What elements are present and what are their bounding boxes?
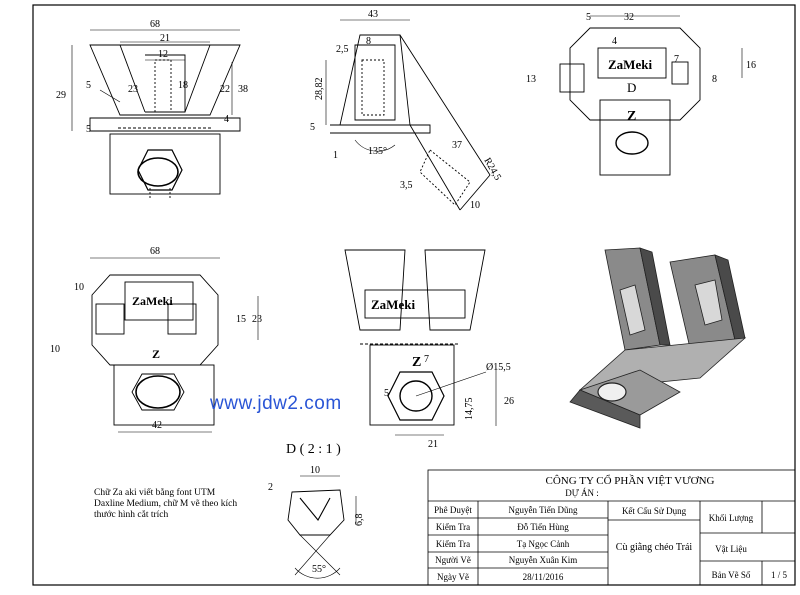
dim-tr-13: 13	[526, 74, 536, 85]
dim-front-4: 4	[224, 114, 229, 125]
dim-front-68: 68	[150, 19, 160, 30]
nut-view-dimensions: ZaMeki Z Ø15,5 7 5 14,75 26 21	[371, 297, 514, 450]
dim-side-135: 135°	[368, 146, 387, 157]
plan-view	[90, 257, 259, 433]
front-view	[71, 29, 241, 198]
dim-side-37: 37	[452, 140, 462, 151]
dim-side-43: 43	[368, 9, 378, 20]
watermark[interactable]: www.jdw2.com	[210, 393, 342, 414]
role-approve: Phê Duyệt	[434, 505, 472, 515]
side-view	[325, 19, 491, 211]
role-date: Ngày Vẽ	[436, 572, 470, 582]
dim-plan-42: 42	[152, 420, 162, 431]
dim-tr-4: 4	[612, 36, 617, 47]
plan-view-dimensions: 68 10 15 23 10 42 ZaMeki Z	[50, 246, 262, 431]
dim-nut-d15_5: Ø15,5	[486, 362, 511, 373]
name-drawer: Nguyễn Xuân Kim	[508, 555, 578, 565]
dim-front-22: 22	[220, 84, 230, 95]
dim-detail-2: 2	[268, 482, 273, 493]
dim-nut-5: 5	[384, 388, 389, 399]
value-date: 28/11/2016	[522, 572, 564, 582]
top-right-view-dimensions: 5 32 4 7 16 13 8 ZaMeki D Z	[526, 12, 756, 124]
engraved-text-top: ZaMeki	[608, 57, 652, 72]
dim-front-38: 38	[238, 84, 248, 95]
engraved-text-plan: ZaMeki	[132, 294, 173, 308]
sheet-border	[32, 4, 796, 586]
dim-side-r24_5: R24,5	[481, 156, 503, 182]
detail-view-dimensions: D ( 2 : 1 ) 10 2 6,8 55°	[268, 442, 365, 575]
title-block	[427, 469, 796, 586]
section-letter: D	[627, 80, 636, 95]
dim-detail-10: 10	[310, 465, 320, 476]
note-line: thước hình cắt trích	[94, 510, 169, 520]
dim-side-5: 5	[310, 122, 315, 133]
dim-plan-23: 23	[252, 314, 262, 325]
dim-detail-55: 55°	[312, 564, 326, 575]
dim-front-23: 23	[128, 84, 138, 95]
dim-front-21: 21	[160, 33, 170, 44]
dim-nut-26: 26	[504, 396, 514, 407]
dim-nut-7: 7	[424, 354, 429, 365]
structure-label: Kết Cấu Sử Dụng	[621, 506, 687, 516]
dim-plan-15: 15	[236, 314, 246, 325]
note-line: Daxline Medium, chữ M vẽ theo kích	[94, 499, 238, 509]
dim-plan-10b: 10	[50, 344, 60, 355]
dim-tr-7: 7	[674, 54, 679, 65]
role-check-1: Kiểm Tra	[435, 522, 471, 532]
name-check-2: Tạ Ngọc Cảnh	[516, 539, 570, 549]
role-drawer: Người Vẽ	[435, 555, 471, 565]
dim-side-10: 10	[470, 200, 480, 211]
isometric-view	[569, 247, 747, 429]
dim-front-5a: 5	[86, 80, 91, 91]
top-right-view	[559, 15, 743, 176]
drawing-note: Chữ Za aki viết bằng font UTM Daxline Me…	[94, 488, 264, 521]
dim-front-29: 29	[56, 90, 66, 101]
engraved-letter-plan: Z	[152, 347, 160, 361]
name-approve: Nguyễn Tiến Dũng	[508, 505, 578, 515]
engraved-letter-front: Z	[412, 355, 421, 370]
detail-view-label: D ( 2 : 1 )	[286, 442, 341, 457]
dim-nut-21: 21	[428, 439, 438, 450]
note-line: Chữ Za aki viết bằng font UTM	[94, 488, 216, 498]
dim-tr-5: 5	[586, 12, 591, 23]
engraved-letter-top: Z	[627, 109, 636, 124]
nut-view	[344, 249, 497, 436]
dim-side-3_5: 3,5	[400, 180, 413, 191]
project-label: DỰ ÁN :	[565, 488, 599, 498]
dim-side-8: 8	[366, 36, 371, 47]
engraved-text-front: ZaMeki	[371, 297, 415, 312]
dim-detail-6_8: 6,8	[354, 514, 365, 527]
dim-tr-16: 16	[746, 60, 756, 71]
sheet-number: 1 / 5	[770, 570, 787, 580]
dim-front-5b: 5	[86, 124, 91, 135]
dim-tr-32: 32	[624, 12, 634, 23]
company-title: CÔNG TY CỔ PHẦN VIỆT VƯƠNG	[545, 475, 715, 487]
mass-label: Khối Lượng	[708, 513, 754, 523]
name-check-1: Đỗ Tiến Hùng	[517, 522, 569, 532]
role-check-2: Kiểm Tra	[435, 539, 471, 549]
detail-view	[287, 475, 357, 579]
drawing-no-label: Bản Vẽ Số	[711, 570, 751, 580]
dim-side-2_5: 2,5	[336, 44, 349, 55]
side-view-dimensions: 43 2,5 8 28,82 5 1 135° 37 R24,5 3,5 10	[310, 9, 503, 211]
material-label: Vật Liệu	[715, 544, 747, 554]
dim-plan-68: 68	[150, 246, 160, 257]
dim-nut-14_75: 14,75	[464, 398, 475, 421]
front-view-dimensions: 68 21 12 5 23 18 22 38 29 4 5	[56, 19, 248, 135]
dim-tr-8: 8	[712, 74, 717, 85]
dim-side-28_82: 28,82	[314, 78, 325, 101]
dim-front-12: 12	[158, 49, 168, 60]
part-name: Cù giằng chéo Trái	[615, 542, 693, 553]
dim-side-1: 1	[333, 150, 338, 161]
dim-plan-10a: 10	[74, 282, 84, 293]
dim-front-18: 18	[178, 80, 188, 91]
